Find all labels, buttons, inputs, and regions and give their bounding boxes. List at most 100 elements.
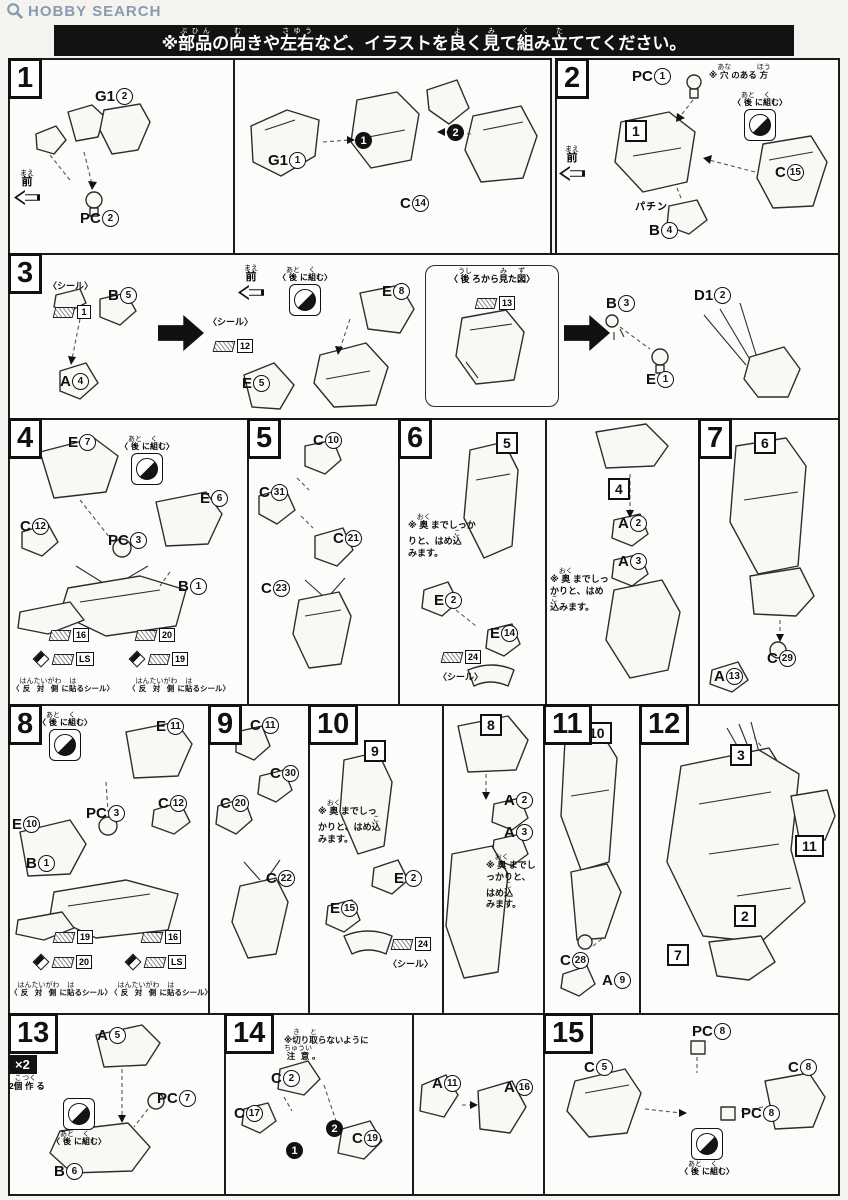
front-label: 前まえ [244, 265, 258, 283]
front-direction: 前まえ [559, 146, 585, 181]
rear-view-title: 〈後うしろから見みた図ず〉 [448, 268, 536, 284]
assemble-later: 〈後あとに組くむ〉 [38, 712, 92, 762]
seal-icon [390, 938, 414, 950]
fit-firmly-note: ※奥おくまでしっかりと、はめ込こみます。 [486, 854, 536, 910]
seal-icon [51, 956, 75, 968]
polycap-bag-icon [289, 283, 321, 316]
order-marker-1: 1 [286, 1142, 303, 1159]
multiplier-badge: ×2 [8, 1055, 37, 1074]
parts-illustration [560, 731, 622, 997]
snap-sound-label: パチン [635, 202, 668, 213]
polycap-bag-icon [131, 452, 163, 485]
parts-illustration [17, 437, 223, 637]
rear-view-box: 〈後うしろから見みた図ず〉 13 [425, 265, 559, 407]
seal-icon [52, 931, 76, 943]
front-direction: 前まえ [14, 170, 40, 205]
assemble-later: 〈後あとに組くむ〉 [120, 436, 174, 486]
step-number-3: 3 [8, 253, 43, 294]
make-two-note: 2個こ作つくる [9, 1075, 45, 1091]
opposite-seal-caption: 〈反対側はんたいがわに貼はるシール〉 [12, 678, 114, 693]
parts-illustration [666, 721, 836, 981]
seal-icon [143, 956, 167, 968]
step-number-7: 7 [698, 418, 733, 459]
sub-divider [412, 1015, 414, 1194]
assemble-later-label: 〈後あとに組くむ〉 [52, 1131, 106, 1146]
assemble-later: 〈後あとに組くむ〉 [52, 1097, 106, 1147]
assemble-later-label: 〈後あとに組くむ〉 [120, 436, 174, 451]
seal-icon [140, 931, 164, 943]
front-direction: 前まえ [238, 265, 264, 300]
front-arrow-icon [238, 285, 264, 300]
assemble-later-label: 〈後あとに組くむ〉 [278, 267, 332, 282]
magnifier-icon [7, 3, 24, 20]
step-number-9: 9 [208, 704, 243, 745]
caution-banner-text: ※部品ぶひんの向むきや左右さゆうなど、イラストを良よく見みて組くみ立たててくださ… [161, 27, 687, 53]
mirror-seal-indicator: LS [32, 650, 94, 668]
subassembly-ref: 2 [734, 905, 756, 927]
front-arrow-icon [14, 190, 40, 205]
fit-firmly-note: ※奥おくまでしっかりと、はめ込こみます。 [408, 514, 476, 558]
front-label: 前まえ [565, 146, 579, 164]
seal-icon [52, 306, 76, 318]
subassembly-ref: 1 [625, 120, 647, 142]
subassembly-ref: 8 [480, 714, 502, 736]
seal-icon [212, 340, 236, 352]
step-number-14: 14 [224, 1013, 275, 1054]
subassembly-ref: 7 [667, 944, 689, 966]
sub-divider [442, 706, 444, 1013]
step-number-4: 4 [8, 418, 43, 459]
polycap-bag-icon [691, 1128, 723, 1160]
fit-firmly-note: ※奥おくまでしっかりと、はめ込こみます。 [318, 800, 381, 844]
seal-indicator: 12 [212, 339, 254, 353]
step-number-10: 10 [308, 704, 359, 745]
parts-illustration [258, 439, 354, 669]
fit-firmly-note: ※奥おくまでしっかりと、はめ込こみます。 [550, 568, 609, 612]
subassembly-ref: 4 [608, 478, 630, 500]
order-marker-2: 2 [326, 1120, 343, 1137]
step-12-panel: 12 3 11 2 7 [639, 704, 840, 1015]
step-number-6: 6 [398, 418, 433, 459]
mirror-seal-indicator: 19 [128, 650, 189, 668]
logo-text: HOBBY SEARCH [28, 2, 162, 20]
seal-indicator: 16 [140, 930, 182, 944]
mirror-seal-icon [128, 650, 146, 668]
